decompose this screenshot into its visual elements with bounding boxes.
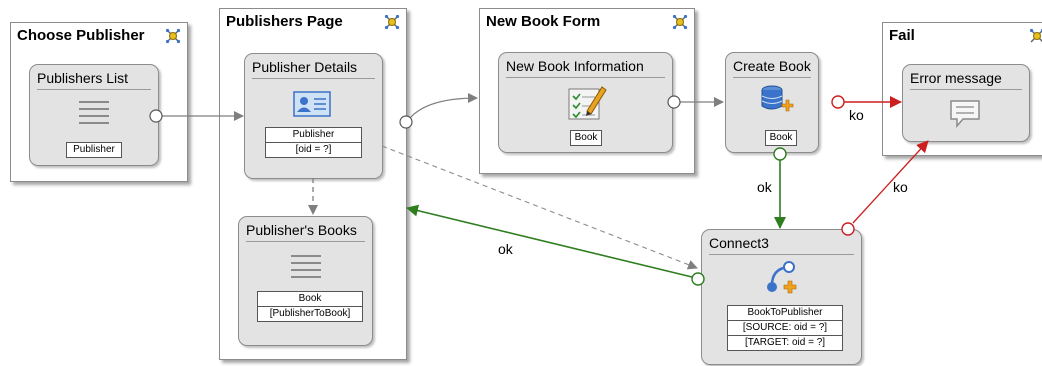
outgoing-port[interactable]	[149, 109, 163, 123]
link-label-connect-ko: ko	[893, 179, 908, 195]
param-line: [oid = ?]	[266, 142, 361, 157]
param-line: Book	[769, 132, 793, 143]
link-page-to-form[interactable]	[409, 93, 478, 119]
unit-title: Publishers List	[37, 70, 151, 90]
link-connect-ko[interactable]	[852, 140, 929, 224]
unit-title: Error message	[910, 70, 1022, 90]
unit-parameter: Publisher	[66, 142, 122, 158]
param-line: BookToPublisher	[747, 307, 823, 318]
link-label-create-ko: ko	[849, 107, 864, 123]
unit-error-message[interactable]: Error message	[902, 64, 1030, 142]
unit-parameter: Book	[765, 130, 797, 146]
outgoing-port[interactable]	[399, 115, 413, 129]
unit-parameter: Book [PublisherToBook]	[257, 291, 363, 322]
unit-title: Create Book	[733, 58, 811, 78]
list-icon	[291, 255, 321, 278]
param-line: Book	[298, 293, 322, 304]
unit-new-book-information[interactable]: New Book Information Book	[498, 52, 673, 153]
unit-create-book[interactable]: Create Book Book	[725, 52, 819, 153]
unit-title: New Book Information	[506, 58, 665, 78]
page-title: Choose Publisher	[17, 27, 145, 44]
param-line: Publisher	[73, 144, 115, 155]
link-connect-ok[interactable]	[406, 204, 693, 278]
ko-port[interactable]	[841, 222, 855, 236]
param-line: Publisher	[292, 129, 335, 140]
link-details-to-connect[interactable]	[381, 145, 698, 270]
connect-icon	[767, 261, 797, 294]
param-line: [SOURCE: oid = ?]	[728, 320, 842, 335]
unit-parameter: Publisher [oid = ?]	[265, 127, 362, 158]
message-icon	[950, 100, 980, 129]
unit-connect3[interactable]: Connect3 BookToPublisher [SOURCE: oid = …	[701, 229, 862, 365]
unit-title: Publisher Details	[252, 59, 375, 79]
page-marker-icon	[672, 14, 688, 30]
unit-parameter: BookToPublisher [SOURCE: oid = ?] [TARGE…	[727, 305, 843, 351]
id-card-icon	[293, 91, 331, 117]
param-line: [TARGET: oid = ?]	[728, 335, 842, 350]
list-icon	[79, 101, 109, 124]
link-label-connect-ok: ok	[498, 241, 513, 257]
database-add-icon	[761, 85, 794, 112]
unit-publishers-list[interactable]: Publishers List Publisher	[29, 64, 159, 166]
unit-title: Publisher's Books	[246, 222, 365, 242]
form-pencil-icon	[568, 86, 607, 120]
unit-publishers-books[interactable]: Publisher's Books Book [PublisherToBook]	[238, 216, 373, 346]
page-marker-icon	[165, 28, 181, 44]
unit-parameter: Book	[570, 130, 602, 146]
ko-port[interactable]	[831, 95, 845, 109]
ok-port[interactable]	[691, 272, 705, 286]
link-label-create-ok: ok	[757, 179, 772, 195]
page-title: New Book Form	[486, 13, 601, 30]
param-line: Book	[574, 132, 598, 143]
page-title: Fail	[889, 27, 915, 44]
outgoing-port[interactable]	[667, 95, 681, 109]
unit-publisher-details[interactable]: Publisher Details Publisher [oid = ?]	[244, 53, 383, 179]
param-line: [PublisherToBook]	[258, 306, 362, 321]
page-marker-icon	[384, 14, 400, 30]
page-title: Publishers Page	[226, 13, 343, 30]
ok-port[interactable]	[773, 147, 787, 161]
unit-title: Connect3	[709, 235, 854, 255]
